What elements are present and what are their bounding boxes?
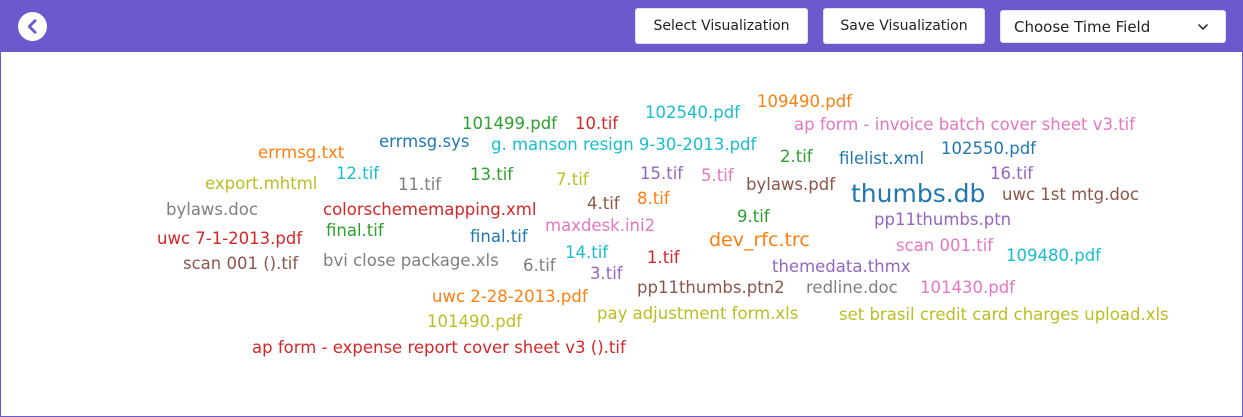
word-cloud-term[interactable]: 14.tif	[565, 243, 609, 262]
word-cloud-term[interactable]: pp11thumbs.ptn2	[637, 278, 785, 297]
back-button[interactable]	[18, 12, 47, 41]
word-cloud-term[interactable]: ap form - invoice batch cover sheet v3.t…	[794, 115, 1136, 134]
word-cloud-term[interactable]: ap form - expense report cover sheet v3 …	[252, 338, 626, 357]
word-cloud-term[interactable]: 10.tif	[575, 114, 619, 133]
word-cloud-term[interactable]: bylaws.doc	[166, 200, 258, 219]
word-cloud-term[interactable]: uwc 2-28-2013.pdf	[432, 287, 588, 306]
word-cloud-term[interactable]: scan 001 ().tif	[183, 254, 299, 273]
word-cloud-term[interactable]: errmsg.txt	[258, 143, 345, 162]
word-cloud-term[interactable]: maxdesk.ini2	[545, 216, 656, 235]
word-cloud-term[interactable]: 5.tif	[701, 166, 734, 185]
word-cloud-term[interactable]: 16.tif	[990, 164, 1034, 183]
word-cloud-term[interactable]: redline.doc	[806, 278, 898, 297]
word-cloud-term[interactable]: thumbs.db	[851, 179, 986, 208]
word-cloud-term[interactable]: pp11thumbs.ptn	[874, 210, 1012, 229]
word-cloud-term[interactable]: 109480.pdf	[1006, 246, 1101, 265]
word-cloud-term[interactable]: dev_rfc.trc	[709, 229, 810, 251]
word-cloud-term[interactable]: colorschememapping.xml	[323, 200, 537, 219]
save-visualization-button[interactable]: Save Visualization	[823, 8, 985, 44]
word-cloud-term[interactable]: 11.tif	[398, 175, 442, 194]
word-cloud-term[interactable]: pay adjustment form.xls	[597, 304, 799, 323]
select-visualization-button[interactable]: Select Visualization	[635, 8, 808, 44]
chevron-left-icon	[27, 19, 37, 34]
word-cloud-term[interactable]: g. manson resign 9-30-2013.pdf	[491, 135, 757, 154]
word-cloud-term[interactable]: 2.tif	[780, 147, 813, 166]
word-cloud-term[interactable]: 1.tif	[647, 248, 680, 267]
word-cloud-term[interactable]: bvi close package.xls	[323, 251, 499, 270]
word-cloud-term[interactable]: export.mhtml	[205, 174, 318, 193]
word-cloud-term[interactable]: bylaws.pdf	[746, 175, 836, 194]
word-cloud-term[interactable]: 102550.pdf	[941, 139, 1036, 158]
word-cloud-term[interactable]: 15.tif	[640, 164, 684, 183]
word-cloud-term[interactable]: themedata.thmx	[772, 257, 911, 276]
word-cloud-term[interactable]: set brasil credit card charges upload.xl…	[839, 305, 1169, 324]
word-cloud-term[interactable]: 12.tif	[336, 164, 380, 183]
time-field-select[interactable]: Choose Time Field	[1000, 10, 1226, 43]
word-cloud-term[interactable]: 8.tif	[637, 189, 670, 208]
word-cloud-term[interactable]: uwc 1st mtg.doc	[1002, 185, 1139, 204]
word-cloud-term[interactable]: 9.tif	[737, 207, 770, 226]
word-cloud-term[interactable]: 7.tif	[556, 170, 589, 189]
visualization-canvas	[0, 52, 1243, 417]
word-cloud-term[interactable]: 101499.pdf	[462, 114, 557, 133]
word-cloud-term[interactable]: 101490.pdf	[427, 312, 522, 331]
word-cloud-term[interactable]: 4.tif	[587, 194, 620, 213]
word-cloud-term[interactable]: uwc 7-1-2013.pdf	[157, 229, 303, 248]
word-cloud-term[interactable]: 102540.pdf	[645, 103, 740, 122]
word-cloud-term[interactable]: 3.tif	[590, 264, 623, 283]
word-cloud-term[interactable]: 13.tif	[470, 165, 514, 184]
word-cloud-term[interactable]: 109490.pdf	[757, 92, 852, 111]
time-field-select-value: Choose Time Field	[1014, 17, 1151, 36]
word-cloud-term[interactable]: 101430.pdf	[920, 278, 1015, 297]
word-cloud-term[interactable]: final.tif	[326, 221, 384, 240]
top-toolbar: Select Visualization Save Visualization …	[0, 0, 1243, 52]
chevron-down-icon	[1198, 24, 1208, 30]
word-cloud-term[interactable]: final.tif	[470, 227, 528, 246]
word-cloud-term[interactable]: 6.tif	[523, 256, 556, 275]
word-cloud-term[interactable]: errmsg.sys	[379, 132, 470, 151]
word-cloud-term[interactable]: filelist.xml	[839, 149, 925, 168]
word-cloud-term[interactable]: scan 001.tif	[896, 236, 994, 255]
